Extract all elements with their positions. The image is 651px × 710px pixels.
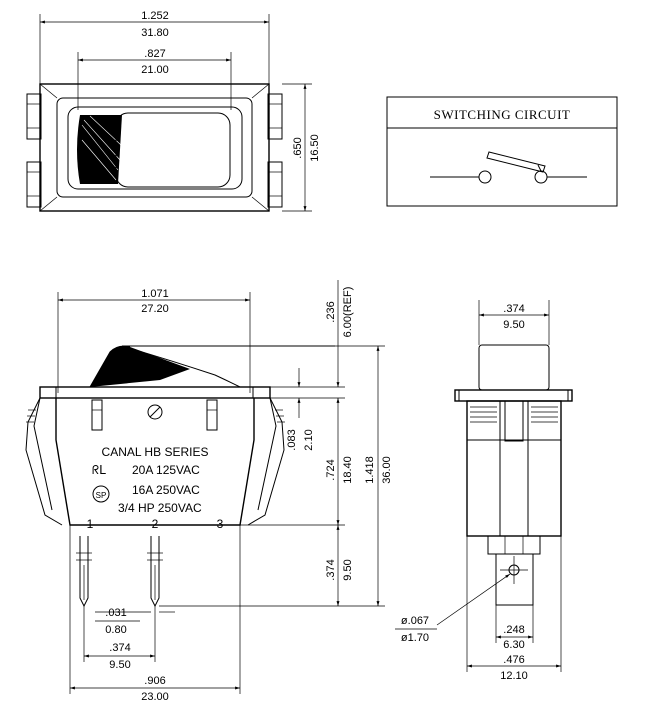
flange-mm-label: 2.10	[303, 429, 315, 450]
terminal-len-in-label: .374	[325, 559, 337, 580]
pitch-mm-label: 9.50	[109, 659, 130, 671]
span-in-label: .906	[144, 675, 165, 687]
switching-circuit-box: SWITCHING CIRCUIT	[386, 96, 618, 207]
body-height-in-label: .724	[325, 459, 337, 480]
term-width-mm-label: 6.30	[503, 639, 524, 651]
terminal-len-mm-label: 9.50	[342, 559, 354, 580]
csa-logo-icon: SP	[92, 485, 110, 503]
total-height-mm-label: 36.00	[381, 456, 393, 484]
switching-circuit-title: SWITCHING CIRCUIT	[434, 107, 571, 122]
terminal-1-label: 1	[87, 517, 94, 531]
rocker-height-mm-label: 6.00(REF)	[342, 287, 354, 338]
rating-1-label: 20A 125VAC	[132, 463, 200, 477]
rating-3-label: 3/4 HP 250VAC	[118, 501, 202, 515]
end-view: .374 9.50	[395, 300, 573, 682]
top-height-mm-label: 16.50	[309, 134, 321, 162]
side-width-in-label: 1.071	[141, 288, 169, 300]
terminal-2-label: 2	[152, 517, 159, 531]
top-rocker-in-label: .827	[144, 48, 165, 60]
total-height-in-label: 1.418	[364, 456, 376, 484]
terminal-3-label: 3	[217, 517, 224, 531]
hole-in-label: ø.067	[401, 615, 429, 627]
end-body-mm-label: 12.10	[500, 670, 528, 682]
end-body-in-label: .476	[503, 654, 524, 666]
span-mm-label: 23.00	[141, 691, 169, 703]
pitch-in-label: .374	[109, 642, 130, 654]
side-view: 1.071 27.20 CANA	[25, 280, 393, 703]
rocker-height-in-label: .236	[325, 301, 337, 322]
svg-text:SP: SP	[96, 491, 107, 500]
end-rocker-in-label: .374	[503, 303, 524, 315]
terminal-thk-mm-label: 0.80	[105, 624, 126, 636]
term-width-in-label: .248	[503, 624, 524, 636]
terminal-thk-in-label: .031	[105, 607, 126, 619]
body-height-mm-label: 18.40	[342, 456, 354, 484]
end-rocker-mm-label: 9.50	[503, 319, 524, 331]
series-label: CANAL HB SERIES	[102, 445, 209, 459]
rating-2-label: 16A 250VAC	[132, 483, 200, 497]
top-height-in-label: .650	[292, 137, 304, 158]
ul-logo: ᖇᒪ	[92, 463, 106, 477]
flange-in-label: .083	[286, 429, 298, 450]
top-rocker-mm-label: 21.00	[141, 64, 169, 76]
hole-mm-label: ø1.70	[401, 632, 429, 644]
top-width-in-label: 1.252	[141, 10, 169, 22]
side-width-mm-label: 27.20	[141, 303, 169, 315]
top-view: 1.252 31.80 .827 21.00	[26, 10, 321, 212]
top-width-mm-label: 31.80	[141, 27, 169, 39]
